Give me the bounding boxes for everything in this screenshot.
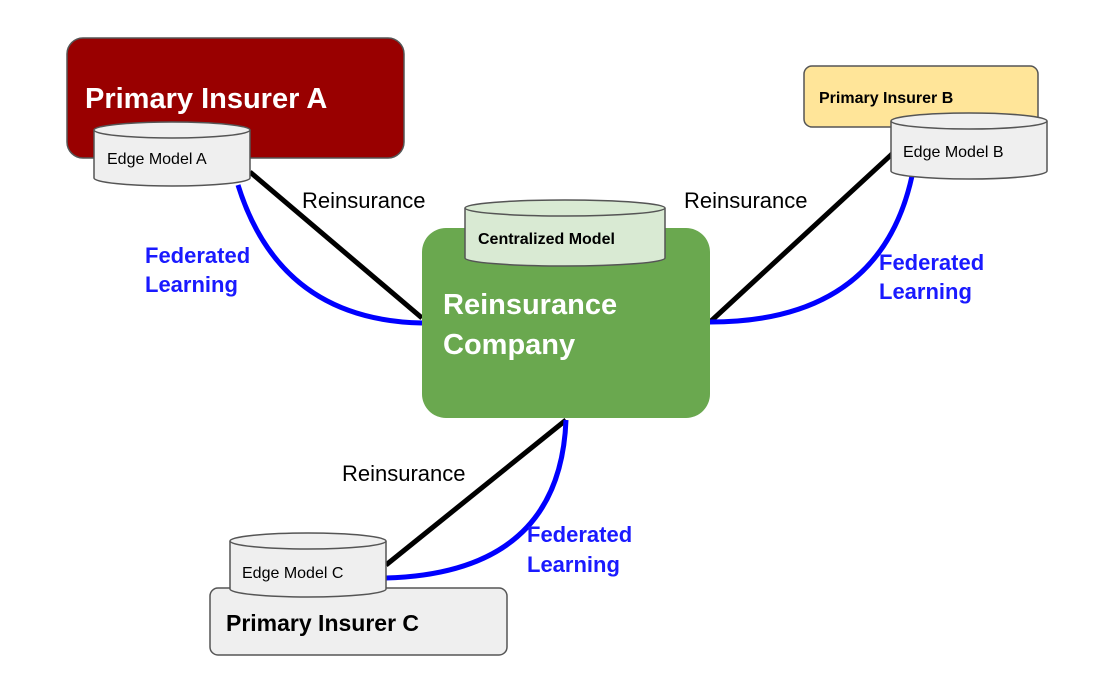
federated-label-c-line1: Federated xyxy=(527,522,632,547)
reinsurance-label-c: Reinsurance xyxy=(342,461,466,486)
federated-label-b-line1: Federated xyxy=(879,250,984,275)
insurer-c-label: Primary Insurer C xyxy=(226,610,419,636)
federated-label-b-line2: Learning xyxy=(879,279,972,304)
edge-model-c-cylinder xyxy=(229,532,387,598)
reinsurer-label-line1: Reinsurance xyxy=(443,289,617,321)
reinsurer-box xyxy=(422,228,710,418)
reinsurance-link-c xyxy=(384,418,568,567)
edge-model-a-label: Edge Model A xyxy=(107,151,207,168)
edge-model-b-label: Edge Model B xyxy=(903,144,1004,161)
reinsurance-label-b: Reinsurance xyxy=(684,188,808,213)
federated-link-b xyxy=(709,175,915,325)
federated-label-c-line2: Learning xyxy=(527,552,620,577)
insurer-b-label: Primary Insurer B xyxy=(819,90,953,107)
edge-model-b-cylinder xyxy=(890,112,1048,180)
edge-model-a-cylinder xyxy=(93,121,251,187)
centralized-model-cylinder xyxy=(464,199,666,267)
reinsurance-link-a xyxy=(248,170,424,320)
reinsurance-label-a: Reinsurance xyxy=(302,188,426,213)
federated-link-c xyxy=(385,419,569,581)
federated-label-a-line1: Federated xyxy=(145,243,250,268)
federated-label-a-line2: Learning xyxy=(145,272,238,297)
centralized-model-label: Centralized Model xyxy=(478,231,615,248)
reinsurer-label-line2: Company xyxy=(443,329,575,361)
insurer-a-label: Primary Insurer A xyxy=(85,83,327,115)
edge-model-c-label: Edge Model C xyxy=(242,565,343,582)
reinsurance-link-b xyxy=(708,152,894,324)
federated-link-a xyxy=(235,184,423,326)
